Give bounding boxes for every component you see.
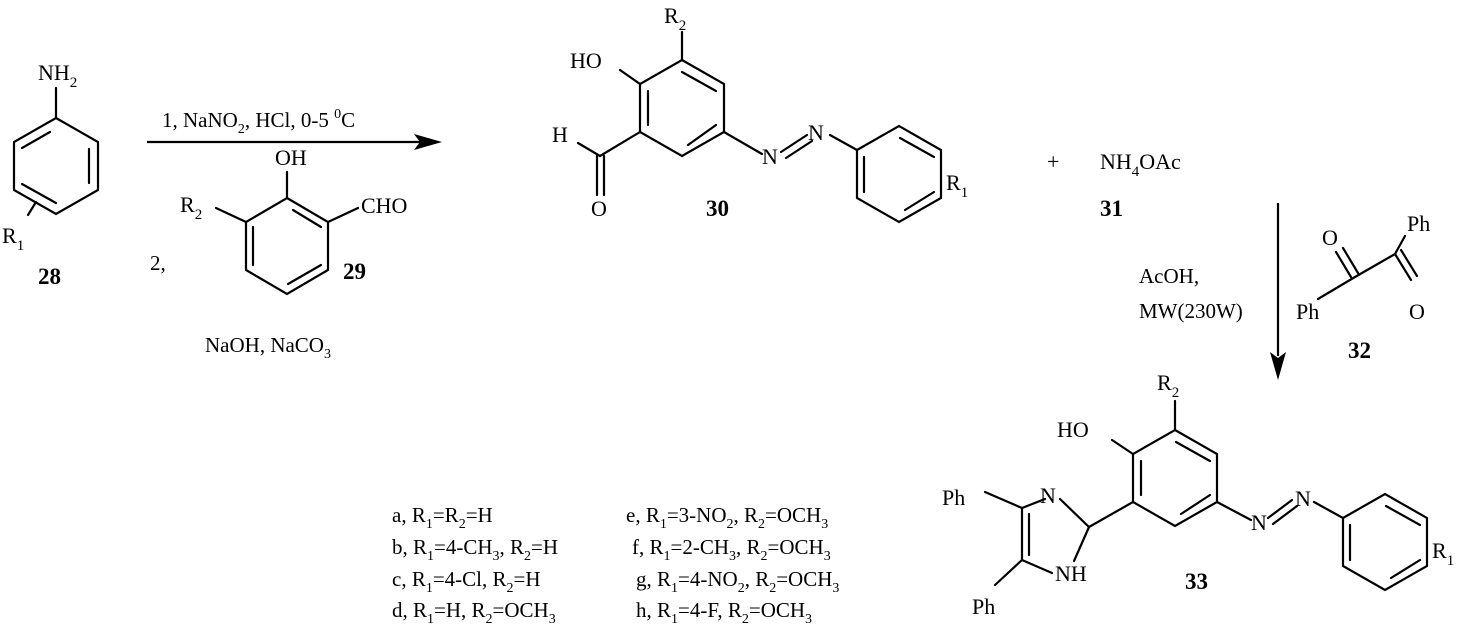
compound-31: NH4OAc 31 — [1100, 149, 1181, 221]
compound-32-o-bottom: O — [1409, 299, 1425, 324]
step1-line2-prefix: 2, — [150, 251, 166, 275]
compound-33-hydroxy: HO — [1057, 417, 1089, 442]
compound-33-imidazole-n: N — [1040, 483, 1056, 508]
plus-sign: + — [1047, 149, 1059, 174]
compound-33-imidazole-nh: NH — [1055, 561, 1087, 586]
compound-33-ph-top: Ph — [942, 485, 965, 510]
step2: AcOH, MW(230W) — [1139, 203, 1286, 380]
compound-33-azo-n1: N — [1251, 510, 1267, 535]
variant-a: a, R1=R2=H — [392, 503, 493, 532]
variant-h: h, R1=4-F, R2=OCH3 — [636, 598, 812, 626]
step1-line3: NaOH, NaCO3 — [205, 333, 331, 362]
compound-30-aldehyde-h: H — [552, 122, 568, 147]
compound-32-number: 32 — [1348, 338, 1371, 363]
compound-28-amine-label: NH2 — [38, 60, 77, 91]
compound-29-hydroxy: OH — [275, 145, 307, 170]
compound-33-ph-bottom: Ph — [972, 594, 995, 619]
variant-c: c, R1=4-Cl, R2=H — [392, 567, 541, 596]
compound-31-formula: NH4OAc — [1100, 149, 1181, 180]
variant-b: b, R1=4-CH3, R2=H — [392, 535, 558, 564]
compound-30: R2 HO H O N N R1 30 — [552, 3, 968, 224]
compound-31-number: 31 — [1100, 196, 1123, 221]
compound-30-azo-n1: N — [762, 144, 778, 169]
step1-arrowhead — [414, 134, 442, 150]
compound-29: OH R2 CHO 29 — [180, 145, 407, 296]
compound-28-r1-label: R1 — [2, 223, 24, 254]
compound-33-bonds — [983, 399, 1429, 592]
compound-30-aldehyde-o: O — [591, 196, 607, 221]
compound-30-r2-label: R2 — [664, 3, 686, 34]
compound-32-bonds — [1316, 234, 1419, 301]
variant-d: d, R1=H, R2=OCH3 — [392, 598, 556, 626]
variant-f: f, R1=2-CH3, R2=OCH3 — [632, 535, 831, 564]
step1: 1, NaNO2, HCl, 0-5 0C 2, NaOH, NaCO3 — [147, 107, 442, 362]
compound-29-number: 29 — [343, 259, 366, 284]
compound-29-bonds — [214, 170, 360, 296]
compound-33-azo-n2: N — [1295, 486, 1311, 511]
compound-28-bonds — [12, 86, 100, 217]
compound-33-number: 33 — [1185, 569, 1208, 594]
compound-28: NH2 R1 28 — [2, 60, 100, 289]
compound-32: Ph O Ph O 32 — [1296, 211, 1430, 363]
step2-line2: MW(230W) — [1139, 299, 1243, 323]
compound-30-number: 30 — [706, 196, 729, 221]
compound-30-azo-n2: N — [808, 120, 824, 145]
step2-line1: AcOH, — [1139, 264, 1199, 288]
variant-e: e, R1=3-NO2, R2=OCH3 — [626, 503, 828, 532]
compound-32-o-top: O — [1322, 225, 1338, 250]
compound-32-ph-bottom: Ph — [1296, 299, 1319, 324]
compound-32-ph-top: Ph — [1407, 211, 1430, 236]
step1-line1: 1, NaNO2, HCl, 0-5 0C — [162, 107, 355, 137]
step2-arrowhead — [1270, 352, 1286, 380]
compound-30-hydroxy: HO — [570, 48, 602, 73]
compound-29-r2-label: R2 — [180, 192, 202, 223]
compound-30-r1-label: R1 — [946, 170, 968, 201]
compound-30-bonds — [576, 30, 943, 224]
compound-33-r1-label: R1 — [1432, 538, 1454, 569]
compound-28-number: 28 — [38, 264, 61, 289]
compound-33-r2-label: R2 — [1157, 370, 1179, 401]
compound-33: R2 HO N NH Ph Ph N N R1 33 — [942, 370, 1454, 619]
variant-g: g, R1=4-NO2, R2=OCH3 — [636, 567, 839, 596]
compound-29-aldehyde: CHO — [361, 193, 407, 218]
substituent-list: a, R1=R2=H b, R1=4-CH3, R2=H c, R1=4-Cl,… — [392, 503, 839, 626]
